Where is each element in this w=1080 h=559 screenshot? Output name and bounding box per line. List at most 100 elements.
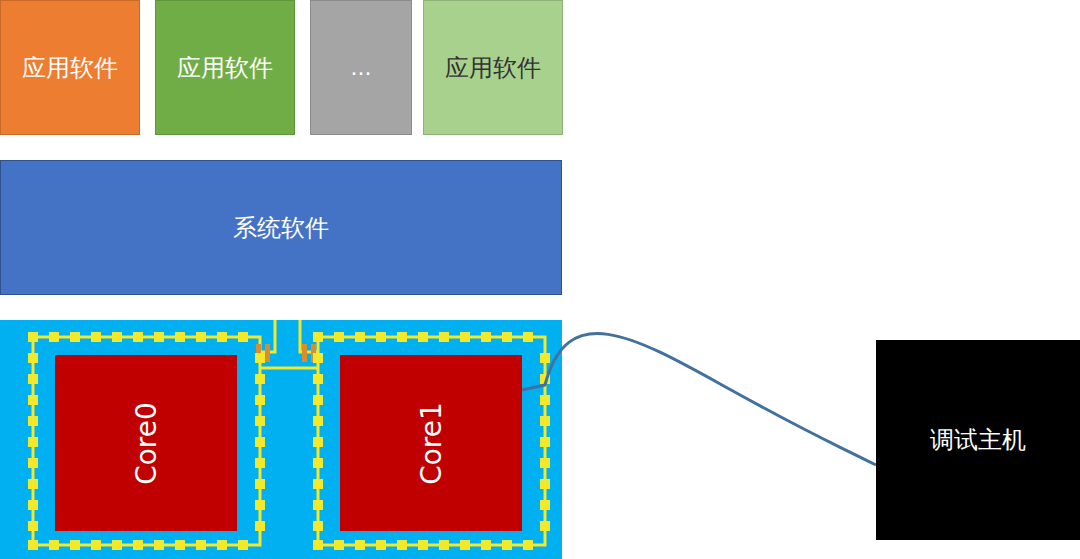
pin-pad [255,416,265,426]
pin-pad [313,332,323,342]
app-box: ... [310,0,412,135]
pin-pad [154,540,164,550]
pin-pad [175,332,185,342]
pin-pad [255,458,265,468]
node-label: Core0 [130,402,163,485]
pin-pad [28,458,38,468]
pin-pad [112,332,122,342]
pin-pad [439,540,449,550]
pin-pad [91,332,101,342]
debug-cable [522,334,876,465]
node-label: 调试主机 [930,424,1026,456]
pin-pad [28,500,38,510]
pin-pad [217,332,227,342]
pin-pad [133,540,143,550]
pin-pad [196,332,206,342]
pin-pad [334,540,344,550]
app-box: 应用软件 [0,0,140,135]
pin-pad [313,521,323,531]
pin-pad [355,540,365,550]
pin-pad [481,540,491,550]
pin-pad [418,540,428,550]
pin-pad [49,332,59,342]
chip-traces [33,320,545,545]
app-box: 应用软件 [423,0,563,135]
pin-pad [196,540,206,550]
pin-pad [238,332,248,342]
node-label: 应用软件 [177,52,273,84]
pin-pad [313,353,323,363]
pin-pad [255,374,265,384]
chip-pins [28,332,550,550]
pin-pad [238,540,248,550]
pin-pad [540,416,550,426]
pin-pad [355,332,365,342]
pin-pad [376,540,386,550]
pin-pad [255,395,265,405]
pin-pad [540,437,550,447]
pin-pad [313,437,323,447]
pin-pad [313,374,323,384]
pin-pad [217,540,227,550]
node-label: ... [351,55,372,80]
pin-pad [133,332,143,342]
pin-pad [540,500,550,510]
node-label: Core1 [415,402,448,485]
pin-pad [28,374,38,384]
pin-pad [112,540,122,550]
pin-pad [313,458,323,468]
pin-pad [28,416,38,426]
system-box: 系统软件 [0,160,562,295]
pin-pad [313,500,323,510]
pin-pad [540,521,550,531]
pin-pad [418,332,428,342]
pin-pad [154,332,164,342]
pin-pad [313,479,323,489]
node-label: 系统软件 [233,212,329,244]
pin-pad [540,479,550,489]
pin-pad [376,332,386,342]
chip-substrate [0,320,562,559]
pin-pad [502,332,512,342]
pin-pad [540,458,550,468]
pin-pad [523,540,533,550]
pin-pad [334,332,344,342]
pin-pad [28,540,38,550]
pin-pad [255,500,265,510]
pin-pad [460,332,470,342]
pin-pad [397,540,407,550]
pin-pad [439,332,449,342]
pin-pad [28,479,38,489]
pin-pad [175,540,185,550]
pin-pad [255,353,265,363]
pin-pad [255,521,265,531]
pin-pad [540,395,550,405]
pin-pad [523,332,533,342]
pin-pad [28,437,38,447]
pin-pad [502,540,512,550]
pin-pad [540,353,550,363]
pin-pad [91,540,101,550]
pin-pad [70,332,80,342]
pin-pad [313,540,323,550]
pin-pad [70,540,80,550]
pin-pad [313,416,323,426]
host-box: 调试主机 [876,340,1080,540]
pin-pad [28,353,38,363]
pin-pad [28,332,38,342]
core-box: Core1 [340,355,522,531]
resistor-symbols [256,344,316,362]
pin-pad [481,332,491,342]
app-box: 应用软件 [155,0,295,135]
pin-pad [313,395,323,405]
node-label: 应用软件 [22,52,118,84]
pin-pad [255,479,265,489]
pin-pad [28,521,38,531]
core-box: Core0 [55,355,237,531]
pin-pad [397,332,407,342]
pin-pad [460,540,470,550]
node-label: 应用软件 [445,52,541,84]
pin-pad [28,395,38,405]
pin-pad [49,540,59,550]
pin-pad [255,437,265,447]
